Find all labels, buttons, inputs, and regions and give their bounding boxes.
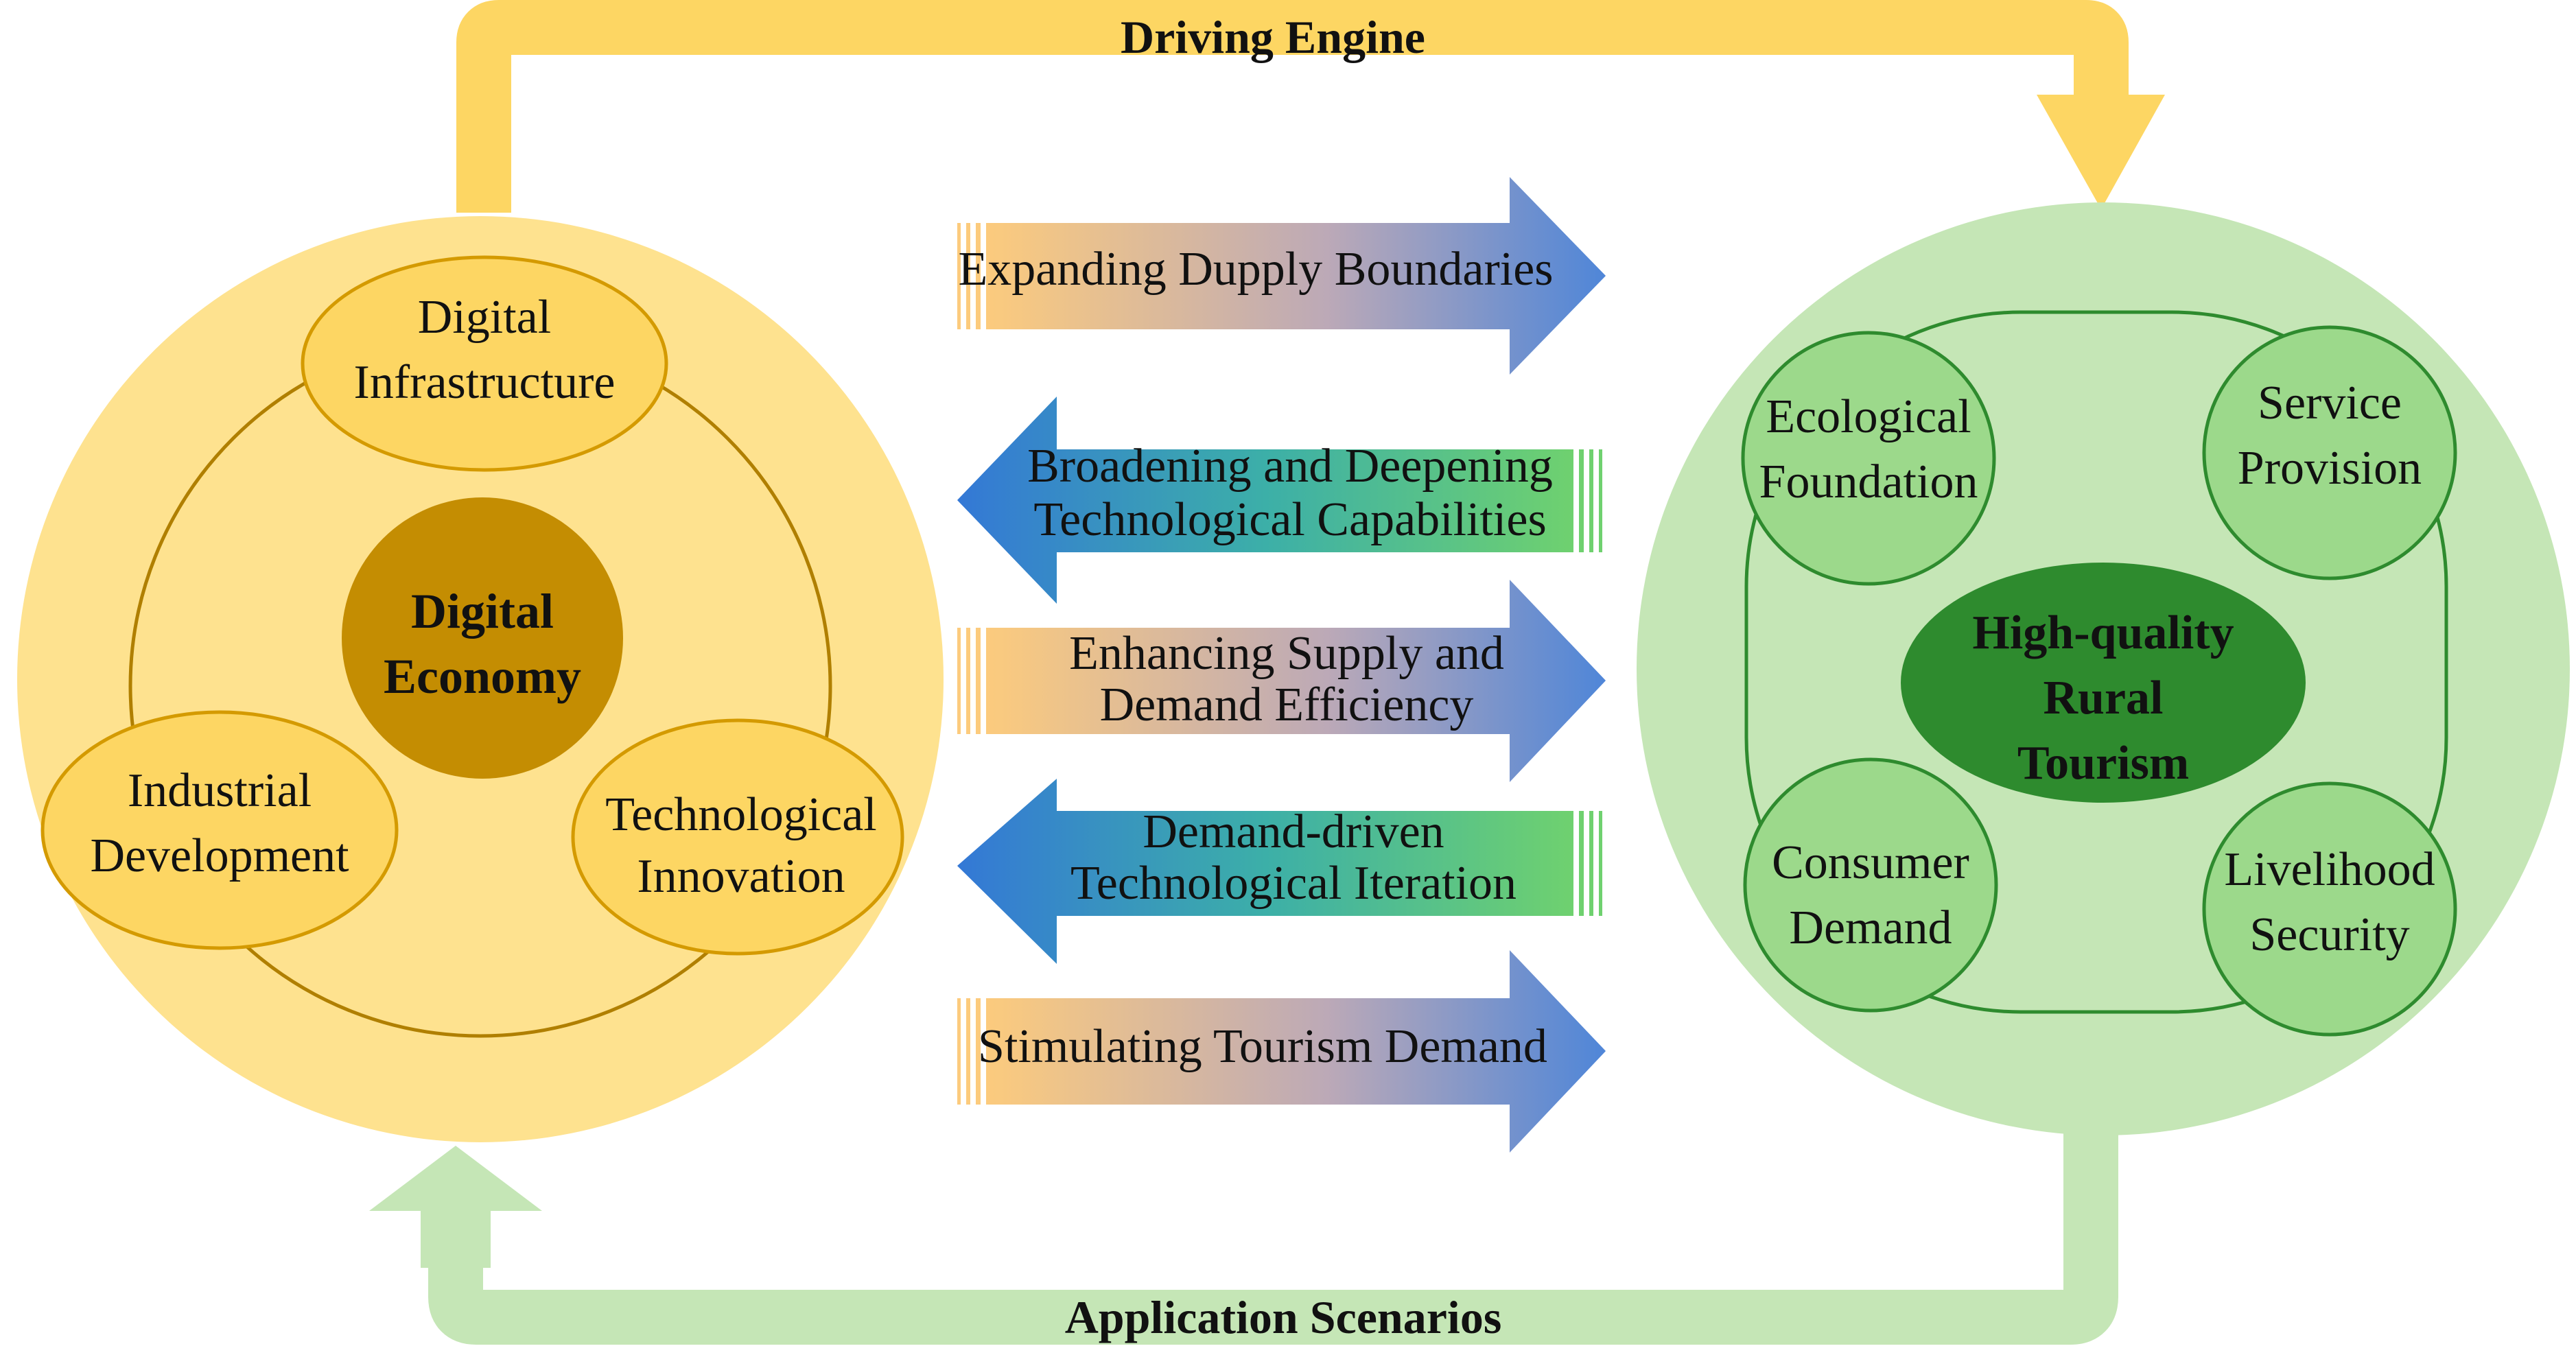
technological-innovation-line2: Innovation [637,850,845,903]
consumer-demand-line2: Demand [1789,901,1952,954]
arrow-broadening-technological-capabilities: Broadening and Deepening Technological C… [957,397,1602,604]
rural-tourism-system: High-quality Rural Tourism Ecological Fo… [1637,202,2570,1135]
industrial-development-node: Industrial Development [40,710,399,950]
ecological-foundation-node: Ecological Foundation [1741,331,1996,586]
ecological-foundation-line2: Foundation [1759,456,1978,508]
arrow-stimulating-demand: Stimulating Tourism Demand [957,950,1606,1153]
rural-tourism-core-line2: Rural [2044,672,2164,724]
application-scenarios-path [428,1132,2118,1345]
driving-engine-arrowhead [2037,95,2165,209]
arrow-stimulating-demand-label: Stimulating Tourism Demand [978,1020,1547,1073]
technological-innovation-node: Technological Innovation [571,718,904,956]
arrow-enhancing-line2: Demand Efficiency [1100,679,1474,731]
arrow-enhancing-line1: Enhancing Supply and [1069,627,1504,680]
digital-infrastructure-node: Digital Infrastructure [301,255,668,472]
technological-innovation-line1: Technological [605,788,877,841]
livelihood-security-node: Livelihood Security [2202,781,2457,1037]
industrial-development-line1: Industrial [128,764,312,817]
arrow-expanding-supply-boundaries-label: Expanding Dupply Boundaries [958,243,1553,296]
digital-economy-core-line1: Digital [411,584,554,639]
industrial-development-line2: Development [90,829,349,882]
application-scenarios-label: Application Scenarios [1065,1291,1502,1343]
driving-engine-label: Driving Engine [1121,11,1425,63]
digital-economy-system: Digital Economy Digital Infrastructure I… [17,216,944,1142]
digital-infrastructure-line2: Infrastructure [354,356,616,409]
service-provision-node: Service Provision [2202,325,2457,580]
rural-tourism-core-line3: Tourism [2017,737,2189,790]
digital-infrastructure-line1: Digital [418,291,551,344]
rural-tourism-ring [1744,310,2448,1014]
livelihood-security-line1: Livelihood [2224,843,2435,896]
arrow-expanding-supply-boundaries: Expanding Dupply Boundaries [957,177,1606,375]
livelihood-security-line2: Security [2249,908,2409,961]
service-provision-line2: Provision [2238,442,2422,495]
consumer-demand-node: Consumer Demand [1743,757,1998,1013]
driving-engine-loop: Driving Engine [456,0,2165,213]
arrow-demand-driven-line2: Technological Iteration [1070,857,1517,910]
service-provision-line1: Service [2258,377,2402,429]
rural-tourism-core [1901,563,2306,803]
arrow-demand-driven-iteration: Demand-driven Technological Iteration [957,779,1602,964]
consumer-demand-line1: Consumer [1772,836,1969,889]
application-scenarios-loop: Application Scenarios [369,1132,2118,1345]
digital-economy-core-line2: Economy [384,649,581,704]
driving-engine-path [456,0,2129,213]
arrow-demand-driven-line1: Demand-driven [1143,805,1444,858]
rural-tourism-core-line1: High-quality [1972,606,2234,659]
digital-economy-core [342,497,623,779]
application-scenarios-arrowhead [369,1146,542,1268]
arrow-broadening-line2: Technological Capabilities [1033,493,1546,546]
arrow-enhancing-efficiency: Enhancing Supply and Demand Efficiency [957,580,1606,782]
ecological-foundation-line1: Ecological [1766,390,1971,443]
arrow-broadening-line1: Broadening and Deepening [1027,440,1553,493]
